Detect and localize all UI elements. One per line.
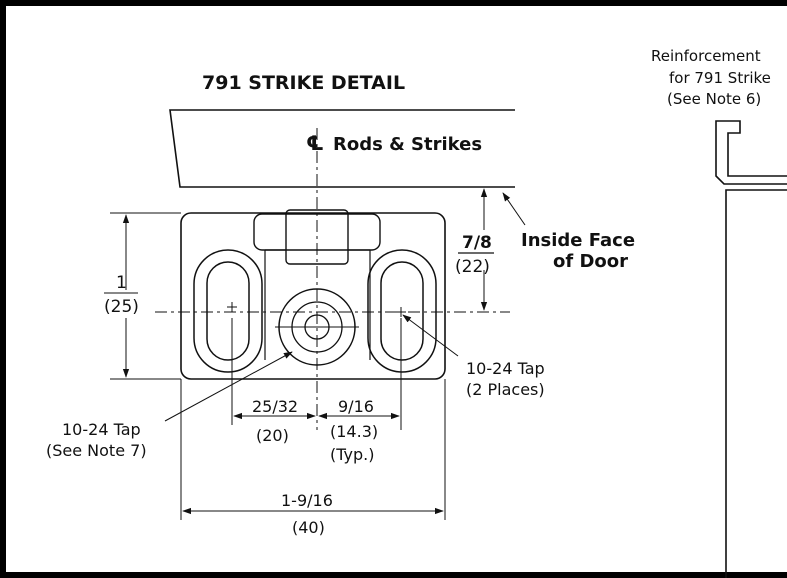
overall-dim-metric: (40) [292,518,325,537]
offset-dim-metric: (22) [455,257,490,277]
right-slot-inner [380,261,424,361]
height-dim-metric: (25) [104,297,139,317]
dim-9-16-note: (Typ.) [330,445,374,464]
inside-face-leader [502,192,526,226]
dim-25-32-metric: (20) [256,426,289,445]
tap-right-line2: (2 Places) [466,380,545,399]
tap-right-line1: 10-24 Tap [466,359,545,378]
reinforcement-line3: (See Note 6) [667,90,761,108]
door-frame-outline [725,189,787,578]
strike-inner-boundary [264,249,371,360]
overall-dim-fraction: 1-9/16 [281,491,333,510]
inside-face-line1: Inside Face [521,230,635,251]
tap-left-leader [164,351,293,422]
offset-dim-fraction: 7/8 [462,233,492,253]
height-dim-fraction: 1 [116,273,127,293]
tap-left-line2: (See Note 7) [46,441,147,460]
dim-9-16-fraction: 9/16 [338,397,374,416]
reinforcement-channel [715,120,787,185]
tap-left-line1: 10-24 Tap [62,420,141,439]
rods-strikes-label: Rods & Strikes [333,134,482,155]
left-slot-inner [206,261,250,361]
detail-title: 791 STRIKE DETAIL [202,72,405,94]
centerline-symbol: ℄ [306,131,324,155]
dim-25-32-fraction: 25/32 [252,397,298,416]
left-slot-outer [193,249,263,373]
right-slot-outer [367,249,437,373]
reinforcement-line1: Reinforcement [651,47,761,65]
dim-9-16-metric: (14.3) [330,422,378,441]
tap-right-leader [402,314,459,357]
strike-latch-block [285,209,349,265]
inside-face-line2: of Door [553,251,628,272]
rods-band-outline [169,109,515,188]
reinforcement-line2: for 791 Strike [669,69,771,87]
strike-body [180,212,446,380]
strike-top-tab [253,213,381,251]
